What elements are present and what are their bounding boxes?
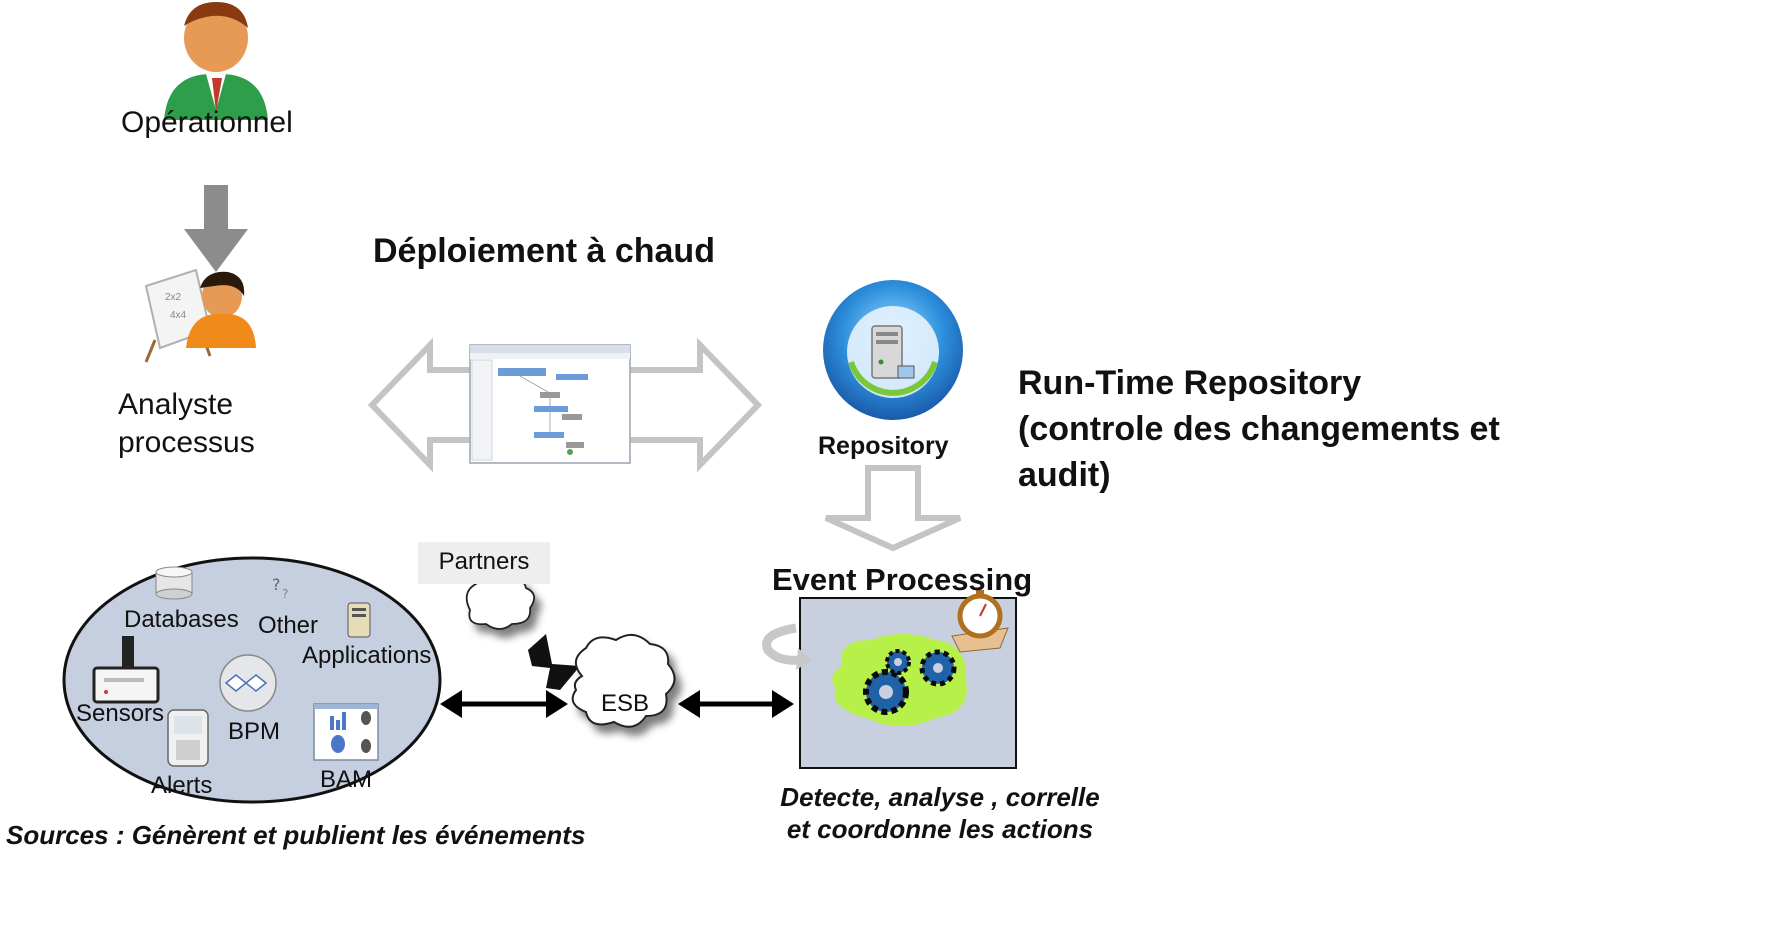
- databases-label: Databases: [124, 606, 239, 633]
- bpm-label: BPM: [228, 718, 281, 745]
- esb-label: ESB: [601, 690, 650, 717]
- sensor-device-icon: [92, 636, 160, 704]
- stopwatch-icon: [951, 590, 1009, 653]
- process-editor-screenshot: [469, 344, 631, 464]
- esb-cloud: [571, 633, 676, 728]
- sources-caption: Sources : Génèrent et publient les événe…: [6, 820, 586, 850]
- svg-text:2x2: 2x2: [165, 292, 182, 303]
- gears-icon: [832, 634, 967, 726]
- svg-text:?: ?: [272, 575, 281, 594]
- partners-label-box: Partners: [418, 542, 550, 584]
- bam-label: BAM: [320, 766, 373, 793]
- analyst-label-line1: Analyste: [118, 388, 234, 421]
- repository-title-line2: (controle des changements et: [1018, 410, 1500, 448]
- alerts-label: Alerts: [151, 772, 213, 799]
- partners-label: Partners: [438, 548, 530, 575]
- other-label: Other: [258, 612, 319, 639]
- event-caption-line2: et coordonne les actions: [786, 814, 1094, 844]
- teacher-presenter-icon: 2x2 4x4: [144, 268, 256, 363]
- applications-label: Applications: [302, 642, 432, 669]
- operator-label: Opérationnel: [121, 106, 293, 139]
- event-caption-line1: Detecte, analyse , correlle: [780, 782, 1100, 812]
- repository-server-icon: [823, 280, 963, 420]
- repository-icon-label: Repository: [818, 432, 949, 460]
- phone-alert-icon: [167, 709, 209, 767]
- hot-deploy-label: Déploiement à chaud: [373, 232, 715, 270]
- businessman-icon: [164, 2, 268, 120]
- down-arrow-outline: [824, 465, 962, 552]
- down-arrow: [184, 185, 248, 272]
- svg-text:?: ?: [282, 587, 288, 601]
- repository-title-line1: Run-Time Repository: [1018, 364, 1362, 402]
- question-icon: ? ?: [272, 575, 288, 601]
- analyst-label-line2: processus: [118, 426, 255, 459]
- lightning-connector-icon: [528, 634, 580, 690]
- loop-arrow-icon: [762, 623, 812, 670]
- bam-dashboard-icon: [313, 703, 379, 761]
- database-icon: [155, 566, 193, 600]
- sensors-label: Sensors: [76, 700, 165, 727]
- event-processing-title: Event Processing: [772, 562, 1033, 597]
- application-server-icon: [347, 602, 371, 638]
- repository-title-line3: audit): [1018, 456, 1111, 494]
- esb-event-arrow: [678, 690, 794, 718]
- bpm-process-icon: [219, 654, 277, 712]
- sources-esb-arrow: [440, 690, 568, 718]
- svg-text:4x4: 4x4: [170, 310, 187, 321]
